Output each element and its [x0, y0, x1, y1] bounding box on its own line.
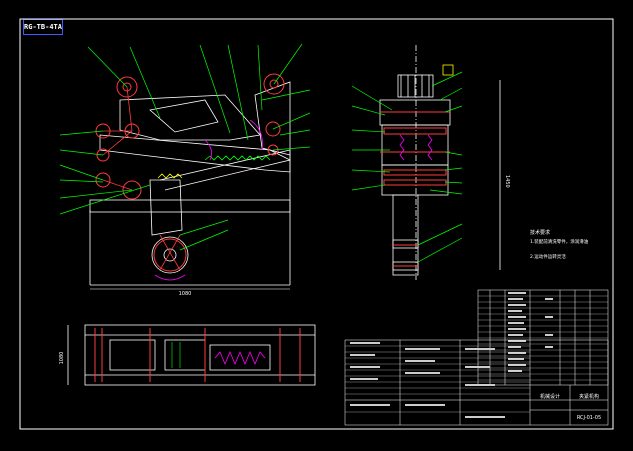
title-block [344, 339, 609, 426]
side-height-dim: 1450 [504, 175, 510, 188]
link-lines [102, 86, 181, 271]
bottom-view-lines [171, 342, 181, 368]
front-view [89, 81, 291, 286]
drawing-number: RCJ-01-05 [577, 415, 601, 421]
pins [95, 73, 285, 272]
side-view-parts [380, 111, 450, 267]
tech-req-heading: 技术要求 [530, 229, 550, 236]
parts-list-rows [478, 295, 608, 381]
rack-teeth-lower [157, 173, 183, 179]
bottom-view [67, 324, 316, 386]
title-block-rows [345, 345, 530, 413]
title-block-entries [350, 342, 505, 418]
part-name-label: 夹紧机构 [579, 393, 599, 400]
front-width-dim: 1080 [179, 291, 192, 297]
side-leaders [351, 71, 463, 263]
motion-arcs [154, 119, 263, 281]
drawing-frame [19, 18, 614, 430]
bottom-view-parts [94, 328, 301, 382]
school-label: 机械设计 [540, 393, 560, 400]
section-marker [442, 64, 454, 76]
tech-req-line1: 1.装配前清洗零件，涂润滑油 [530, 238, 589, 245]
drawing-code-text: RG-TB-4TA [24, 23, 62, 31]
rack-teeth [204, 155, 271, 161]
parts-list-entries [508, 292, 553, 372]
tech-req-line2: 2.运动件运转灵活 [530, 253, 566, 260]
front-leaders [59, 43, 311, 251]
parts-list-table [477, 289, 609, 386]
side-view-springs [399, 134, 433, 161]
bottom-height-dim: 1080 [59, 352, 65, 365]
bottom-spring [214, 350, 266, 366]
